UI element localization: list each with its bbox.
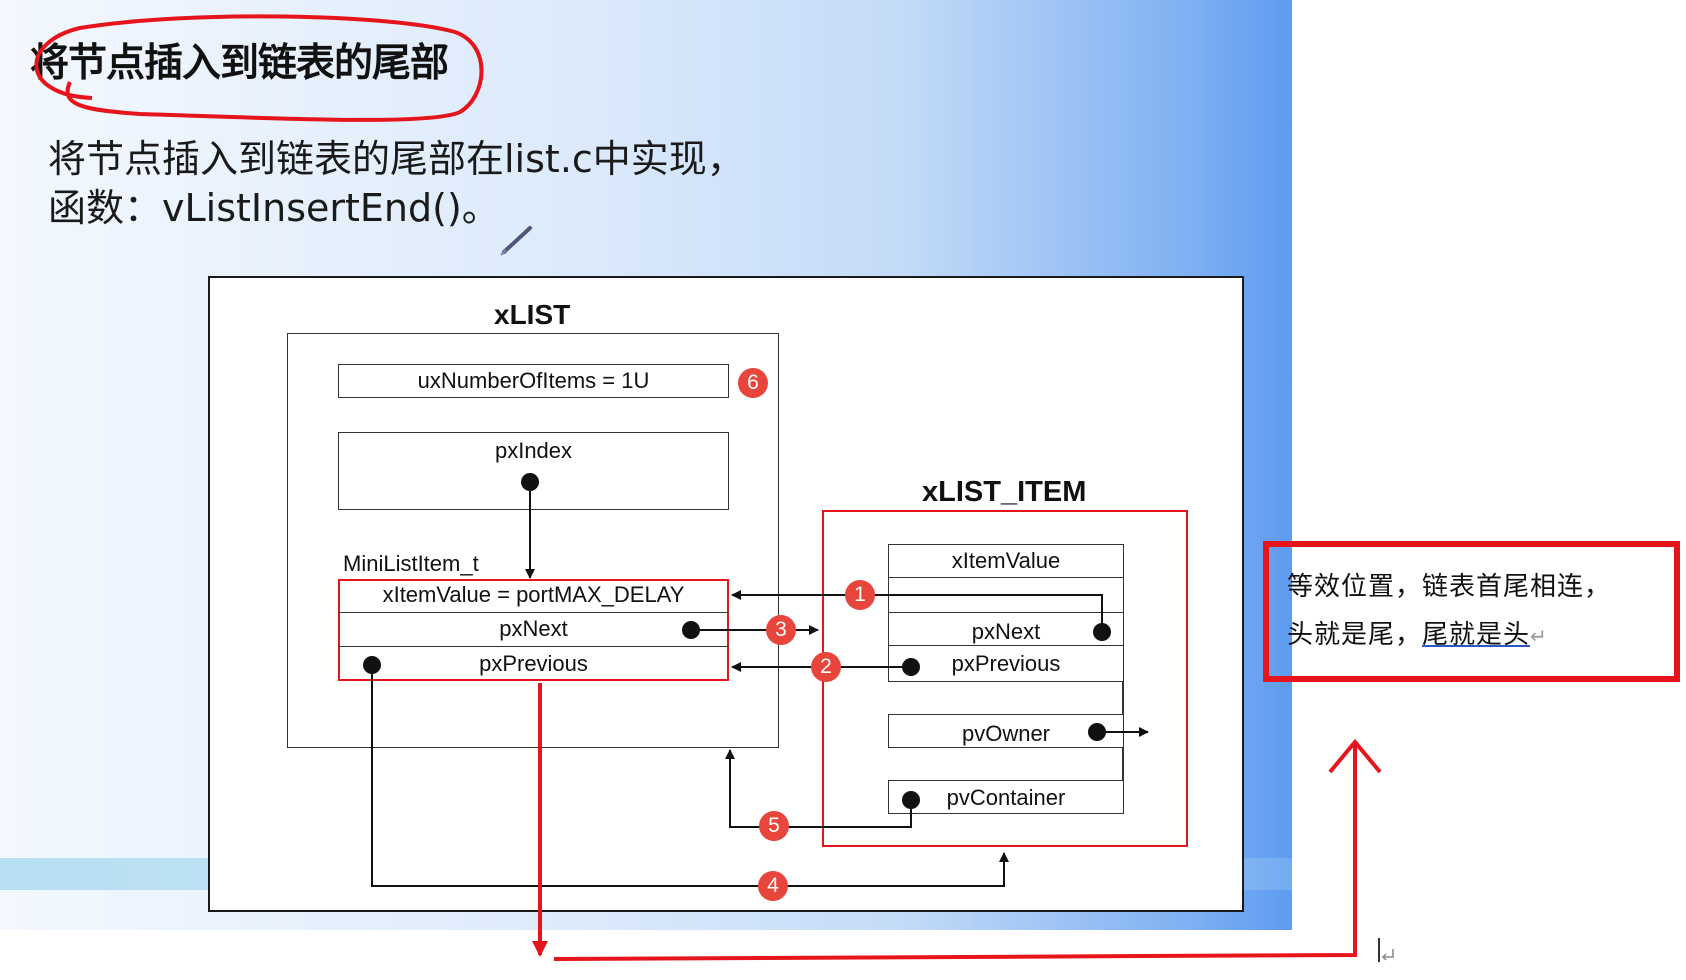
item-px-next-field: pxNext xyxy=(888,612,1124,646)
step-badge-2: 2 xyxy=(811,652,841,682)
mini-px-next-field: pxNext xyxy=(338,613,729,647)
item-px-previous-field: pxPrevious xyxy=(888,645,1124,682)
item-pv-owner-field: pvOwner xyxy=(888,714,1124,748)
item-pv-container-field: pvContainer xyxy=(888,780,1124,814)
step-badge-3: 3 xyxy=(766,615,796,645)
note-line2-prefix: 头就是尾， xyxy=(1287,620,1423,650)
item-value-text: xItemValue xyxy=(951,548,1061,573)
mini-item-value-text: xItemValue = portMAX_DELAY xyxy=(382,582,685,607)
item-px-previous-text: pxPrevious xyxy=(951,651,1061,676)
text-cursor-icon xyxy=(1378,938,1394,962)
step-badge-4: 4 xyxy=(758,871,788,901)
note-line2: 头就是尾，尾就是头↵ xyxy=(1287,614,1548,651)
step-badge-6: 6 xyxy=(738,368,768,398)
slide-description-line1: 将节点插入到链表的尾部在list.c中实现， xyxy=(48,137,745,181)
return-mark: ↵ xyxy=(1530,624,1548,648)
item-value-field: xItemValue xyxy=(888,544,1124,578)
item-pv-container-text: pvContainer xyxy=(946,785,1066,810)
item-spacer xyxy=(888,578,1124,612)
slide-description-line2: 函数：vListInsertEnd()。 xyxy=(48,186,500,230)
px-index-field: pxIndex xyxy=(338,432,729,510)
item-pv-owner-text: pvOwner xyxy=(961,721,1051,746)
ux-number-of-items-text: uxNumberOfItems = 1U xyxy=(417,368,650,393)
mini-px-next-text: pxNext xyxy=(499,616,568,641)
mini-list-item: xItemValue = portMAX_DELAY pxNext pxPrev… xyxy=(338,579,729,681)
mini-list-item-label: MiniListItem_t xyxy=(343,551,479,576)
xlist-item-title: xLIST_ITEM xyxy=(922,476,1087,508)
slide-title: 将节点插入到链表的尾部 xyxy=(30,41,449,86)
mini-px-previous-field: pxPrevious xyxy=(338,647,729,681)
px-index-text: pxIndex xyxy=(494,438,573,463)
note-highlight-box xyxy=(1263,541,1680,682)
ux-number-of-items-field: uxNumberOfItems = 1U xyxy=(338,364,729,398)
mini-item-value-field: xItemValue = portMAX_DELAY xyxy=(338,579,729,613)
step-badge-5: 5 xyxy=(759,811,789,841)
item-px-next-text: pxNext xyxy=(971,619,1041,644)
xlist-title: xLIST xyxy=(494,299,571,330)
note-line1: 等效位置，链表首尾相连， xyxy=(1287,572,1612,602)
pencil-icon[interactable] xyxy=(500,222,536,256)
mini-px-previous-text: pxPrevious xyxy=(479,651,588,676)
note-line2-underlined: 尾就是头 xyxy=(1422,620,1531,650)
step-badge-1: 1 xyxy=(845,580,875,610)
